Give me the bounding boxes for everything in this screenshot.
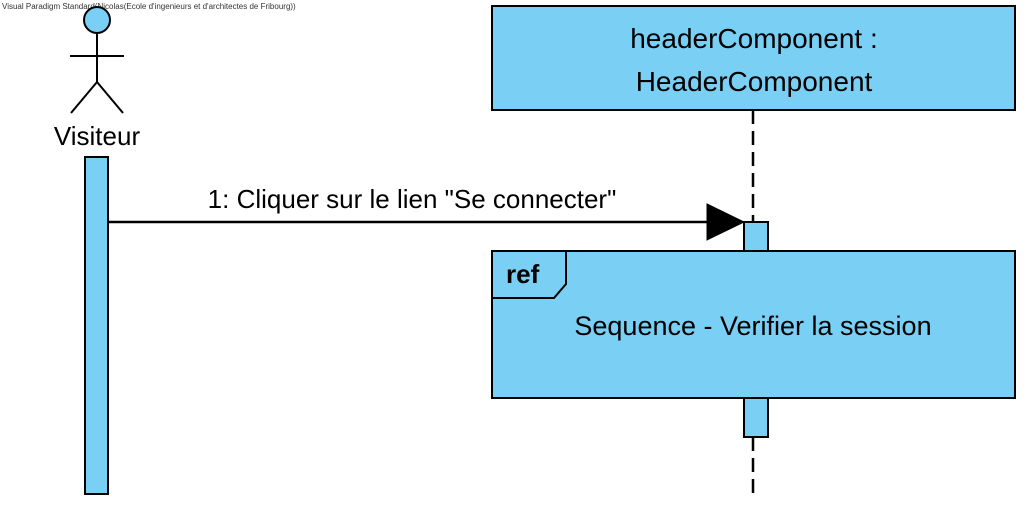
message-label: 1: Cliquer sur le lien "Se connecter" [208, 184, 617, 214]
ref-tag-pentagon [491, 250, 567, 299]
lifeline-title-line2: HeaderComponent [636, 66, 873, 97]
watermark-text: Visual Paradigm Standard(Nicolas(Ecole d… [2, 2, 296, 11]
actor-left-leg [70, 81, 98, 114]
lifeline-header-box[interactable] [491, 5, 1016, 111]
lifeline-title-line1: headerComponent : [630, 23, 878, 54]
ref-tag-label: ref [506, 259, 540, 289]
ref-frame[interactable] [491, 250, 1016, 399]
actor-name: Visiteur [54, 121, 141, 151]
actor-head [83, 6, 111, 34]
message-arrow[interactable] [108, 203, 746, 241]
lifeline-activation-bar-lower[interactable] [743, 397, 769, 438]
message-arrowhead [706, 203, 746, 241]
actor-activation-bar[interactable] [84, 156, 109, 495]
ref-frame-label: Sequence - Verifier la session [574, 311, 931, 341]
actor-right-leg [96, 81, 124, 114]
lifeline-activation-bar-upper[interactable] [743, 221, 769, 253]
actor-figure[interactable] [70, 6, 124, 114]
